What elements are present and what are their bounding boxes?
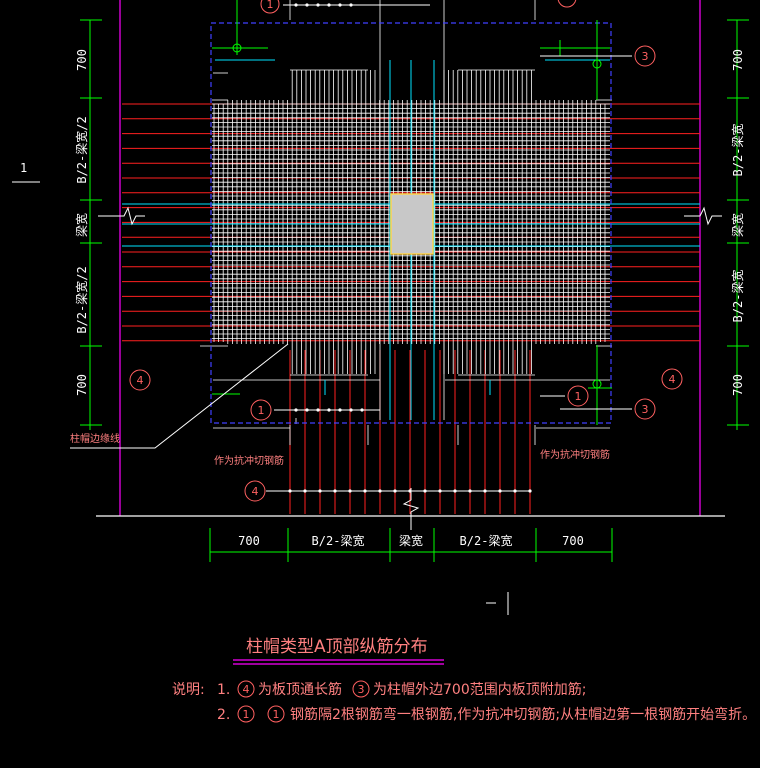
leader-dot — [349, 408, 353, 412]
note-1-text-a: 为板顶通长筋 — [258, 681, 342, 698]
leader-dot — [327, 3, 331, 7]
leader-dot — [327, 408, 331, 412]
svg-text:1: 1 — [243, 708, 250, 721]
dim-bottom-700-left: 700 — [238, 534, 260, 548]
leader-dot — [528, 489, 532, 493]
leader-dot — [316, 408, 320, 412]
leader-dot — [378, 489, 382, 493]
leader-dot — [468, 489, 472, 493]
note-1-callout-4: 4 — [237, 680, 255, 698]
svg-text:1: 1 — [258, 404, 265, 417]
svg-text:1: 1 — [575, 390, 582, 403]
leader-dot — [360, 408, 364, 412]
svg-text:3: 3 — [642, 50, 649, 63]
dim-right-700-top: 700 — [731, 49, 745, 71]
callout-4-right: 4 — [661, 368, 683, 390]
svg-text:3: 3 — [358, 683, 365, 696]
break-symbols — [98, 206, 722, 530]
dim-bottom-half-left: B/2-梁宽 — [312, 533, 365, 548]
leader-dot — [333, 489, 337, 493]
svg-text:4: 4 — [252, 485, 259, 498]
dim-left-700-top: 700 — [75, 49, 89, 71]
leader-dot — [348, 489, 352, 493]
label-punching-right: 作为抗冲切钢筋 — [540, 448, 610, 461]
note-1-number: 1. — [217, 682, 230, 698]
dim-left-beam: 梁宽 — [74, 213, 89, 237]
note-2-callout-1b: 1 — [267, 705, 285, 723]
svg-text:4: 4 — [137, 374, 144, 387]
dim-left-half-bottom: B/2-梁宽/2 — [74, 266, 89, 333]
callout-3-lower: 3 — [634, 398, 656, 420]
anchor-circle — [232, 43, 242, 53]
callout-1-top: 1 — [260, 0, 280, 14]
dim-right-half-top: B/2-梁宽 — [730, 124, 745, 177]
leader-dot — [498, 489, 502, 493]
section-mark-left: 1 — [20, 161, 27, 175]
leader-dot — [513, 489, 517, 493]
green-dimension-lines — [80, 0, 749, 562]
column-section — [390, 193, 434, 255]
dim-left-half-top: B/2-梁宽/2 — [74, 116, 89, 183]
svg-text:1: 1 — [273, 708, 280, 721]
leader-dot — [408, 489, 412, 493]
leader-dot — [288, 489, 292, 493]
label-punching-left: 作为抗冲切钢筋 — [214, 454, 284, 467]
dim-right-beam: 梁宽 — [730, 213, 745, 237]
dimension-dots — [232, 3, 602, 493]
dim-bottom-half-right: B/2-梁宽 — [460, 533, 513, 548]
svg-text:4: 4 — [243, 683, 250, 696]
dim-bottom-beam: 梁宽 — [399, 533, 423, 548]
callout-1-topright — [557, 0, 577, 8]
callout-1-lower-left: 1 — [250, 399, 272, 421]
capital-edge-leader — [70, 343, 289, 449]
note-1-text-b: 为柱帽外边700范围内板顶附加筋; — [373, 681, 586, 698]
dim-bottom-700-right: 700 — [562, 534, 584, 548]
svg-text:1: 1 — [267, 0, 274, 11]
note-2-callout-1: 1 — [237, 705, 255, 723]
drawing-title: 柱帽类型A顶部纵筋分布 — [246, 637, 428, 657]
leader-dot — [303, 489, 307, 493]
notes-prefix: 说明: — [172, 682, 205, 698]
leader-dot — [294, 408, 298, 412]
label-capital-edge: 柱帽边缘线 — [70, 432, 120, 445]
svg-text:3: 3 — [642, 403, 649, 416]
callout-3-upper: 3 — [634, 45, 656, 67]
dim-right-half-bottom: B/2-梁宽 — [730, 270, 745, 323]
callout-4-bottom: 4 — [244, 480, 266, 502]
dim-right-700-bottom: 700 — [731, 374, 745, 396]
leader-dot — [318, 489, 322, 493]
note-2-text: 钢筋隔2根钢筋弯一根钢筋,作为抗冲切钢筋;从柱帽边第一根钢筋开始弯折。 — [290, 706, 756, 723]
leader-dot — [294, 3, 298, 7]
leader-dot — [305, 408, 309, 412]
column-capital-outline — [210, 22, 612, 424]
slab-boundary — [119, 0, 701, 516]
leader-dot — [305, 3, 309, 7]
leader-dot — [338, 408, 342, 412]
svg-text:4: 4 — [669, 373, 676, 386]
leader-dot — [453, 489, 457, 493]
leader-dot — [483, 489, 487, 493]
leader-dot — [393, 489, 397, 493]
leader-dot — [438, 489, 442, 493]
note-2-number: 2. — [217, 707, 230, 723]
leader-dot — [349, 3, 353, 7]
leader-dot — [423, 489, 427, 493]
anchor-circle — [592, 379, 602, 389]
callout-1-lower-right: 1 — [567, 385, 589, 407]
dim-left-700-bottom: 700 — [75, 374, 89, 396]
anchor-circle — [592, 59, 602, 69]
leader-dot — [363, 489, 367, 493]
callout-4-left: 4 — [129, 369, 151, 391]
leader-dot — [316, 3, 320, 7]
leader-dot — [338, 3, 342, 7]
note-1-callout-3: 3 — [352, 680, 370, 698]
